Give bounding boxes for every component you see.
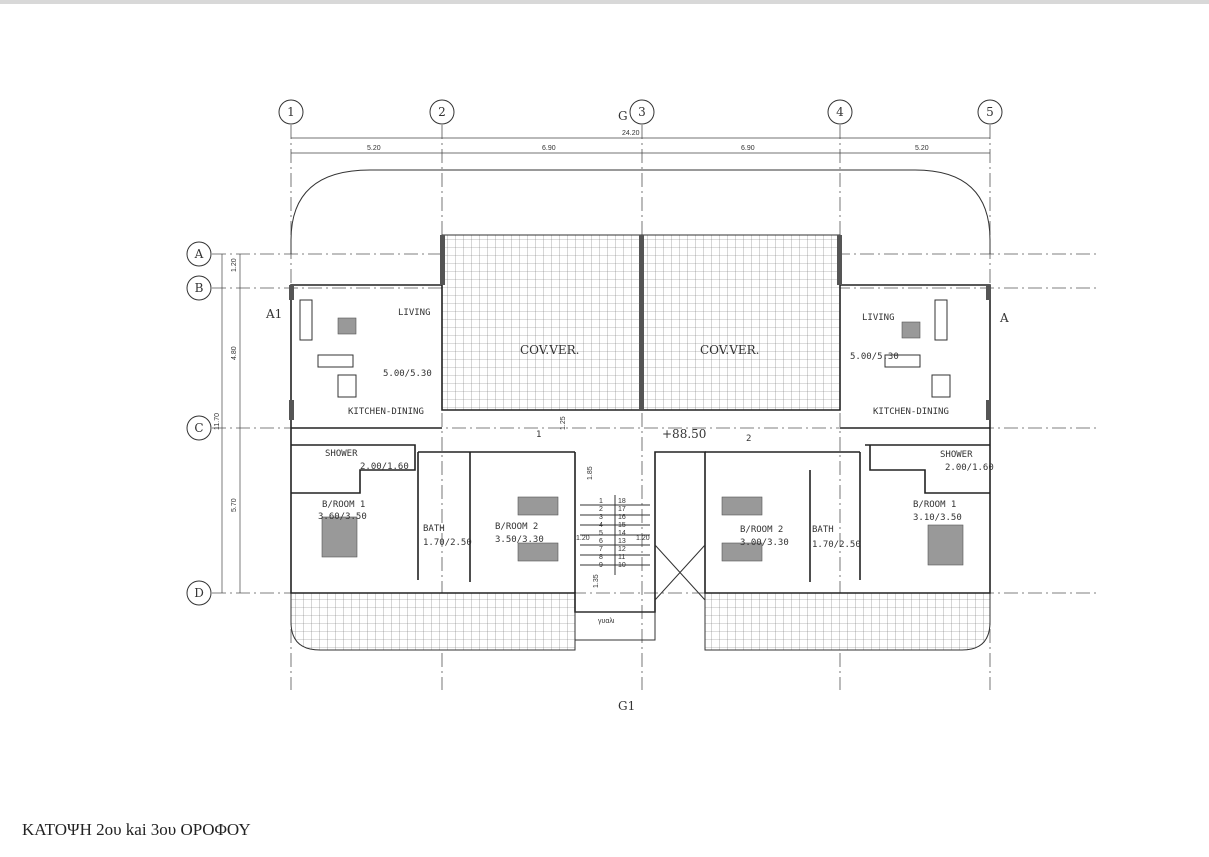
axis-bubble [186,241,212,267]
dimension-lines [221,137,990,593]
room-label: B/ROOM 1 [322,500,365,510]
top-border [0,0,1209,4]
vertical-dimension: 1.20 [231,258,238,272]
bay-dimension: 5.20 [367,145,381,152]
room-size: 3.10/3.50 [913,513,962,523]
axis-bubble [186,580,212,606]
stair-dimension: 1.20 [576,535,590,542]
axis-label: A [194,247,204,261]
axis-bubble [977,99,1003,125]
room-size: 3.50/3.30 [495,535,544,545]
room-label: BATH [423,524,445,534]
stair-label: γυαλι [598,618,615,625]
stair-step-number: 18 [618,498,626,505]
axis-label: 1 [287,105,295,119]
axis-label: C [194,421,203,435]
vertical-dimension: 5.70 [231,498,238,512]
room-label: B/ROOM 1 [913,500,956,510]
stair-step-number: 9 [599,562,603,569]
room-label: COV.VER. [520,343,579,357]
building-outline [289,169,991,651]
stair-step-number: 6 [599,538,603,545]
axis-bubble [629,99,655,125]
stair-step-number: 1 [599,498,603,505]
axis-label: 5 [986,105,994,119]
covered-veranda-right [641,234,841,411]
axis-bubble [429,99,455,125]
section-mark: G [618,109,628,123]
room-size: 2.00/1.60 [360,462,409,472]
room-label: B/ROOM 2 [495,522,538,532]
room-label: COV.VER. [700,343,759,357]
stair-dimension: 1.20 [636,535,650,542]
room-size: 1.70/2.50 [423,538,472,548]
stair-step-number: 5 [599,530,603,537]
room-size: 2.00/1.60 [945,463,994,473]
room-label: LIVING [398,308,431,318]
vertical-dimension: 11.70 [214,413,221,430]
axis-label: 2 [438,105,446,119]
overall-dimension: 24.20 [622,130,640,137]
room-size: 1.70/2.50 [812,540,861,550]
room-label: SHOWER [325,449,358,459]
room-size: 3.00/3.30 [740,538,789,548]
plan-labels: 24.20 5.20 6.90 6.90 5.20 1.20 4.80 5.70 11.70 1.… [214,109,1009,713]
axis-bubble [827,99,853,125]
bay-dimension: 6.90 [542,145,556,152]
room-label: KITCHEN-DINING [873,407,949,417]
bay-dimension: 5.20 [915,145,929,152]
room-size: 5.00/5.30 [850,352,899,362]
room-label: B/ROOM 2 [740,525,783,535]
axis-label: 4 [836,105,844,119]
balcony-right [704,592,991,651]
stair-step-number: 4 [599,522,603,529]
stair-step-number: 2 [599,506,603,513]
axis-label: D [194,586,204,600]
door-tag: 2 [746,434,751,444]
covered-veranda-left [441,234,643,411]
axis-bubble [186,415,212,441]
stair-step-number: 17 [618,506,626,513]
axis-label: 3 [638,105,646,119]
stair-step-number: 15 [618,522,626,529]
door-tag: 1 [536,430,541,440]
axis-bubble [186,275,212,301]
stair-dimension: 1.35 [593,574,600,588]
room-label: BATH [812,525,834,535]
stair-step-number: 14 [618,530,626,537]
room-label: LIVING [862,313,895,323]
room-size: 5.00/5.30 [383,369,432,379]
stair-step-number: 7 [599,546,603,553]
room-size: 3.60/3.50 [318,512,367,522]
balcony-left [290,592,576,651]
level-mark: +88.50 [662,427,706,441]
section-mark: A1 [265,307,282,321]
stair-step-number: 11 [618,554,625,561]
axis-label: B [195,281,204,295]
bay-dimension: 6.90 [741,145,755,152]
axis-bubble [278,99,304,125]
stair-step-number: 16 [618,514,626,521]
stair-step-number: 3 [599,514,603,521]
stair-step-number: 10 [618,562,626,569]
section-mark: G1 [618,699,635,713]
room-label: SHOWER [940,450,973,460]
stair-step-number: 12 [618,546,626,553]
stair-dimension: 1.85 [587,466,594,480]
section-mark: A [999,311,1009,325]
drawing-title: ΚΑΤΟΨΗ 2ου kai 3ου ΟΡΟΦΟΥ [22,820,251,839]
stair-dimension: 1.25 [560,416,567,430]
vertical-dimension: 4.80 [231,346,238,360]
stair-step-number: 8 [599,554,603,561]
room-label: KITCHEN-DINING [348,407,424,417]
stair-step-number: 13 [618,538,626,545]
